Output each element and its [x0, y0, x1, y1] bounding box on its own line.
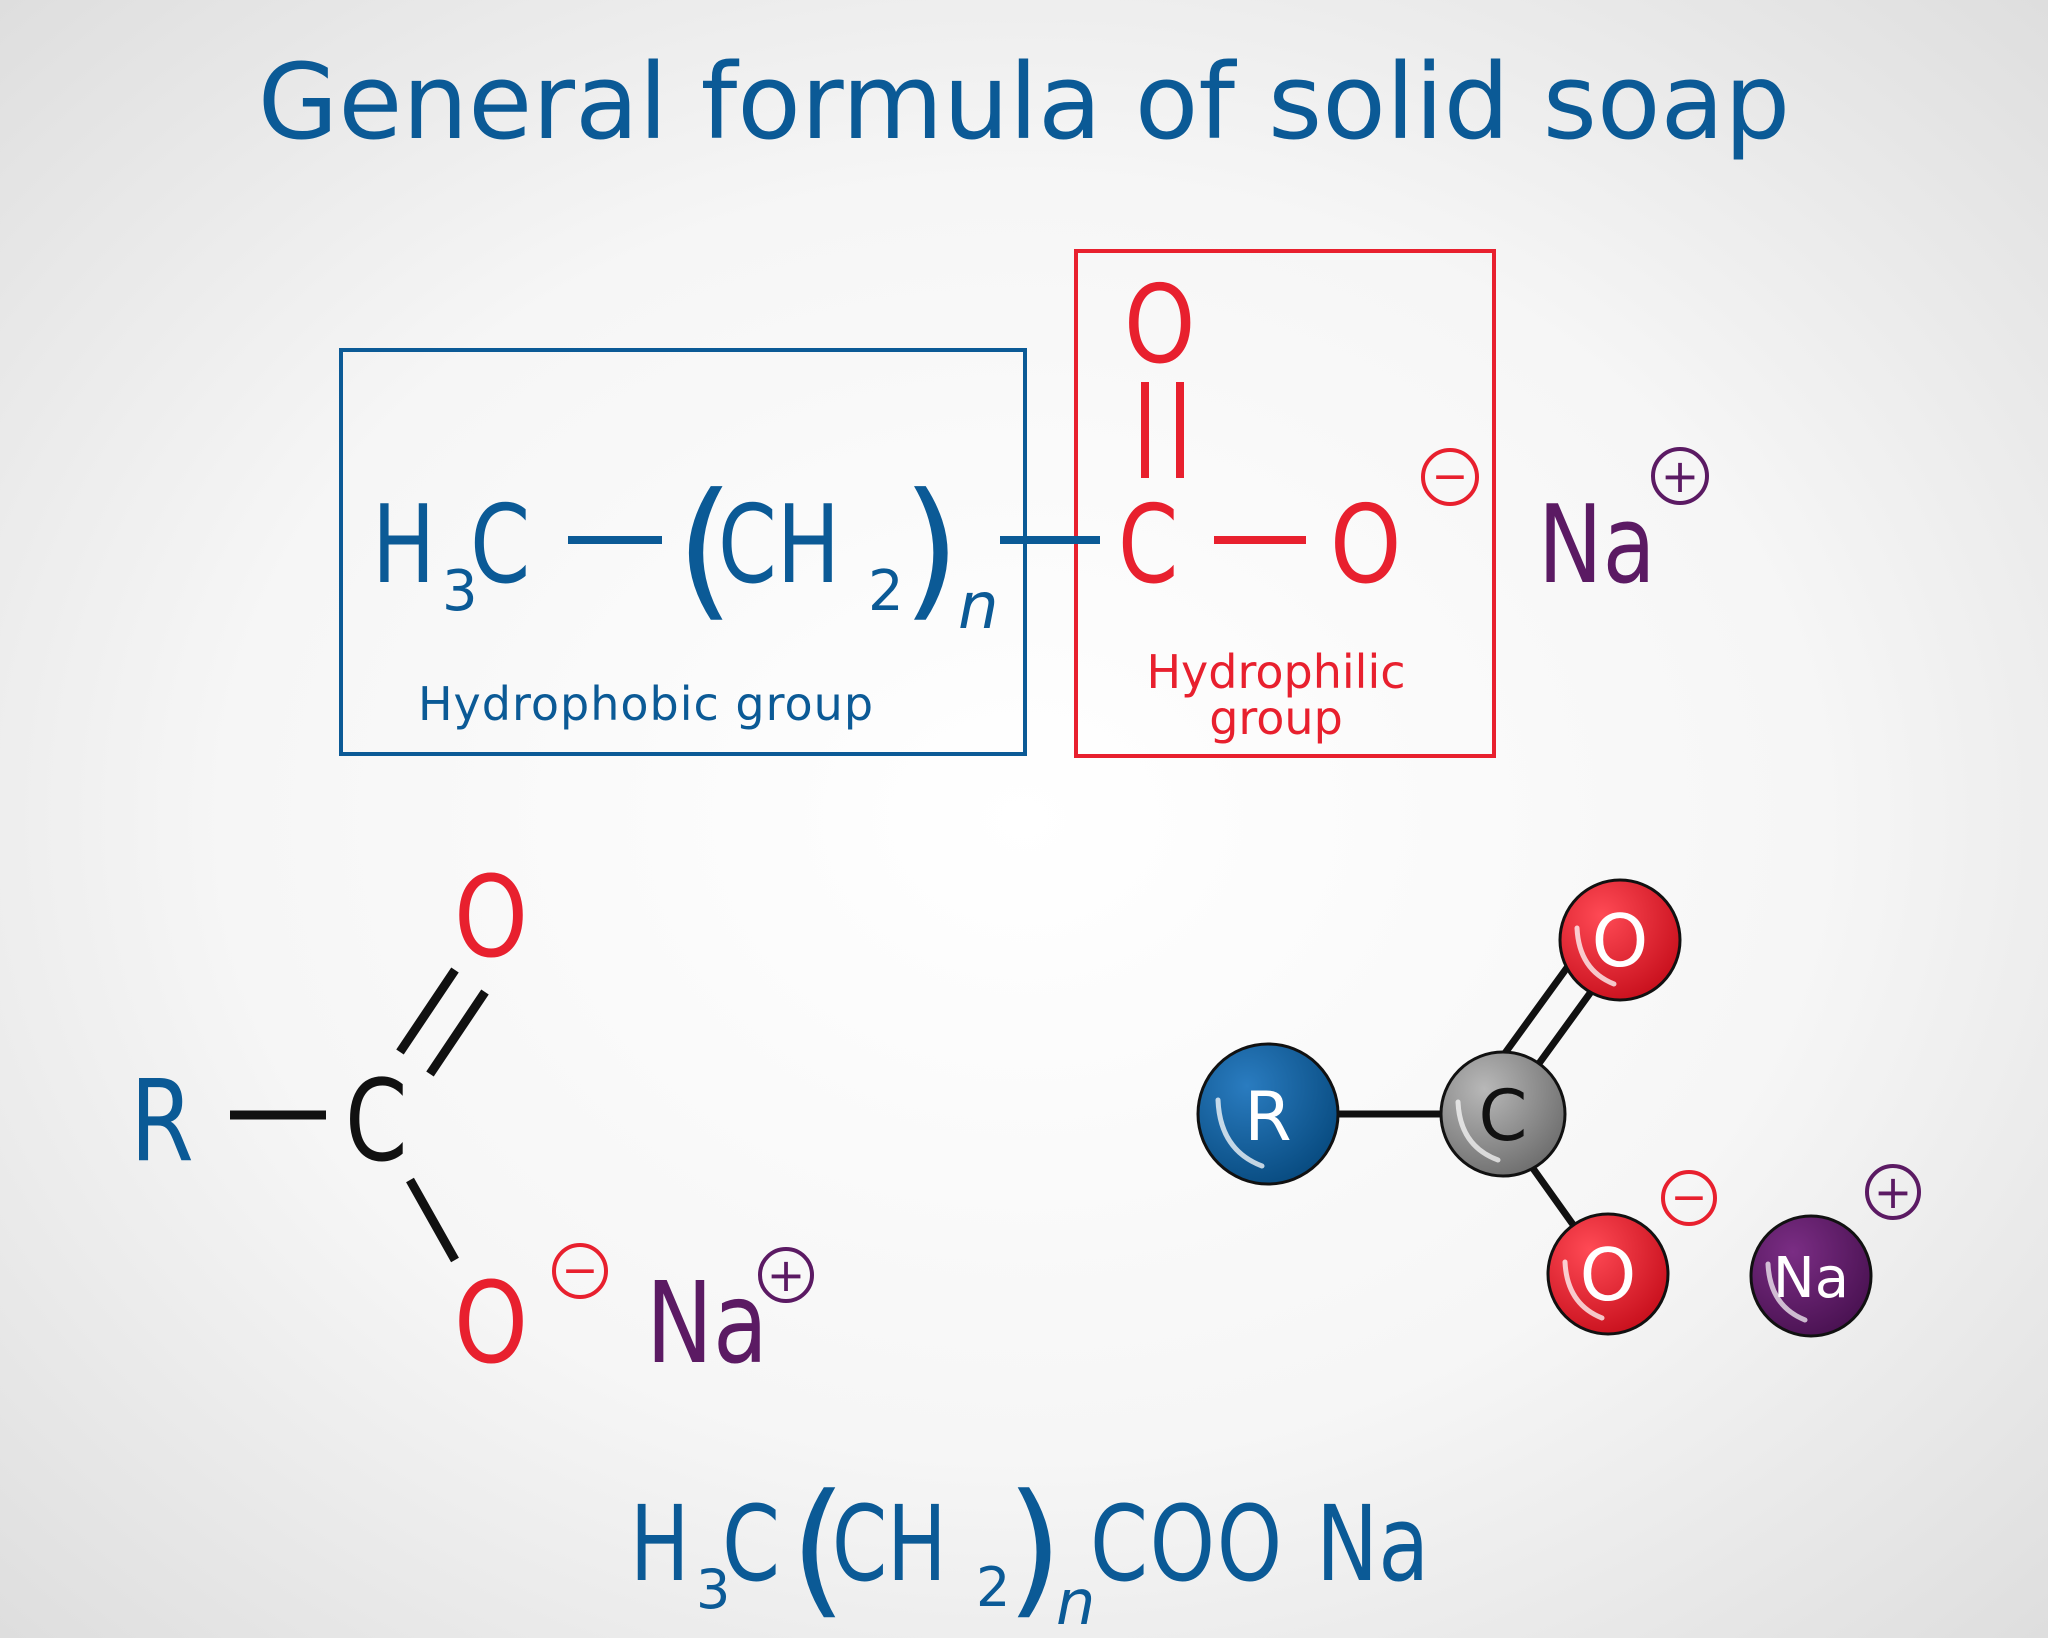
top-ch-subscript: 2: [868, 559, 904, 624]
top-formula: H 3 C ( CH 2 ) n O C O − Na + Hydrophobi…: [339, 249, 1709, 758]
top-ch: CH: [718, 482, 840, 608]
bottom-na: Na: [1316, 1485, 1429, 1605]
top-carbonyl-c: C: [1118, 483, 1178, 609]
skeletal-na: Na: [646, 1258, 768, 1388]
bottom-h-subscript: 3: [696, 1558, 730, 1621]
ball-c-highlight: [1455, 1099, 1501, 1163]
skeletal-single-bond: [406, 1177, 459, 1263]
bottom-c: C: [722, 1485, 780, 1605]
top-paren-open: (: [676, 462, 735, 636]
hydrophilic-label-line1: Hydrophilic: [1146, 645, 1405, 699]
top-minus-sign: −: [1432, 451, 1469, 502]
ball-na-highlight: [1765, 1261, 1808, 1323]
bottom-paren-open: (: [790, 1463, 847, 1633]
ball-na-label: Na: [1773, 1246, 1849, 1311]
bottom-h: H: [630, 1483, 689, 1605]
top-h: H: [372, 482, 435, 608]
hydrophilic-box: [1074, 249, 1496, 758]
skeletal-structure: R C O O − Na +: [130, 853, 814, 1389]
skeletal-plus-circle: [758, 1247, 814, 1303]
skeletal-plus-sign: +: [767, 1248, 806, 1302]
top-na: Na: [1538, 483, 1656, 609]
skeletal-minus-sign: −: [562, 1245, 599, 1296]
hydrophobic-label: Hydrophobic group: [418, 677, 874, 731]
hydrophobic-box: [339, 348, 1027, 756]
ball-o-top-highlight: [1574, 925, 1617, 987]
hydrophilic-label-line2: group: [1209, 691, 1343, 745]
bottom-ch-subscript: 2: [976, 1556, 1010, 1619]
top-n-subscript: n: [958, 570, 999, 644]
bottom-formula: H 3 C ( CH 2 ) n COO Na: [630, 1463, 1429, 1638]
top-anion-o: O: [1330, 481, 1401, 608]
ball-and-stick-model: R C O O − Na +: [1196, 878, 1921, 1338]
ball-c-label: C: [1479, 1075, 1528, 1157]
top-plus-circle: [1651, 447, 1709, 505]
top-minus-circle: [1421, 448, 1479, 506]
bottom-paren-close: ): [1006, 1463, 1063, 1633]
top-c: C: [470, 483, 530, 609]
ball-r-label: R: [1244, 1078, 1291, 1157]
page-title: General formula of solid soap: [258, 41, 1791, 163]
ball-plus-sign: +: [1874, 1165, 1913, 1219]
skeletal-minus-circle: [552, 1243, 608, 1299]
ball-r-highlight: [1215, 1097, 1265, 1169]
ball-minus-circle: [1661, 1170, 1717, 1226]
top-plus-sign: +: [1661, 449, 1700, 503]
skeletal-o-bottom: O: [454, 1259, 528, 1389]
top-paren-close: ): [902, 462, 961, 636]
ball-plus-circle: [1865, 1164, 1921, 1220]
top-carbonyl-o: O: [1124, 261, 1195, 388]
bottom-coo: COO: [1090, 1485, 1284, 1605]
top-h-subscript: 3: [442, 559, 478, 624]
bottom-ch: CH: [832, 1483, 947, 1605]
bottom-n-subscript: n: [1056, 1566, 1095, 1638]
skeletal-r: R: [130, 1057, 194, 1187]
skeletal-double-bond-1: [396, 967, 459, 1055]
ball-o-top-label: O: [1592, 899, 1649, 983]
ball-o-bottom-highlight: [1562, 1259, 1605, 1321]
ball-o-bottom-label: O: [1580, 1233, 1637, 1317]
ball-minus-sign: −: [1671, 1172, 1708, 1223]
skeletal-double-bond-2: [426, 989, 489, 1077]
skeletal-c: C: [345, 1056, 408, 1186]
skeletal-o-top: O: [454, 853, 528, 983]
